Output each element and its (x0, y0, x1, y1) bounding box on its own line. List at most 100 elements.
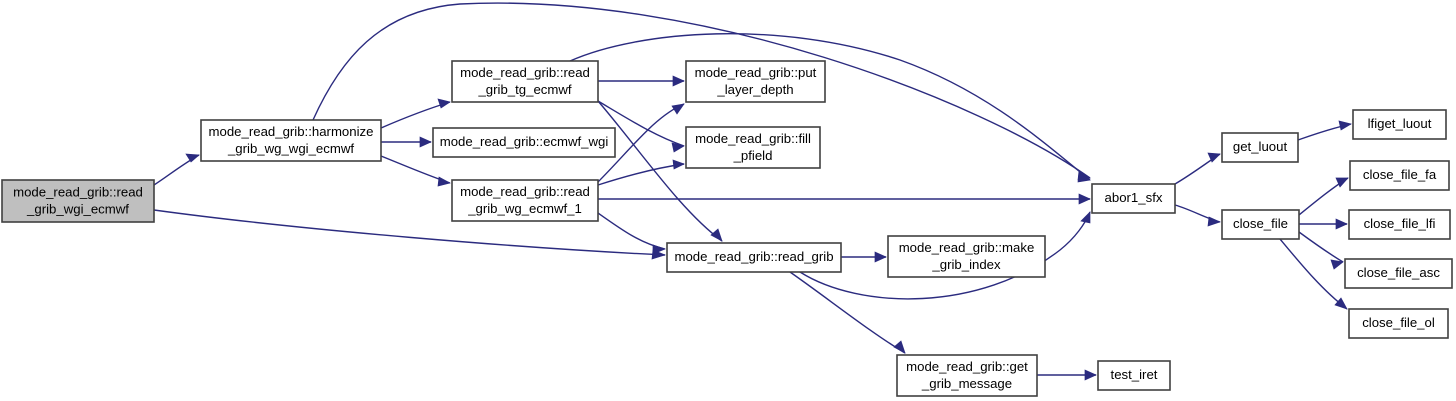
node-label: _grib_index (931, 257, 1001, 272)
arrow-head-icon (874, 251, 887, 263)
node-label: mode_read_grib::ecmwf_wgi (440, 134, 609, 149)
node-label: close_file_lfi (1364, 216, 1436, 231)
node-box[interactable] (451, 179, 599, 222)
node-label: mode_read_grib::read_grib (674, 249, 833, 264)
arrow-head-icon (1084, 369, 1097, 381)
node-make_grib_index[interactable]: mode_read_grib::make_grib_index (887, 235, 1046, 278)
node-lfiget_luout[interactable]: lfiget_luout (1352, 109, 1447, 140)
node-test_iret[interactable]: test_iret (1097, 360, 1171, 391)
node-read_grib[interactable]: mode_read_grib::read_grib (666, 242, 842, 273)
edge-harmonize_grib_wg_wgi_ecmwf-to-read_grib_tg_ecmwf (380, 98, 451, 129)
node-box[interactable] (451, 60, 599, 103)
node-ecmwf_wgi[interactable]: mode_read_grib::ecmwf_wgi (432, 127, 616, 158)
edge-line (380, 101, 451, 129)
node-box[interactable] (685, 60, 826, 103)
node-close_file_lfi[interactable]: close_file_lfi (1348, 209, 1451, 240)
edge-read_grib_wg_ecmwf_1-to-put_layer_depth (597, 103, 685, 183)
node-label: mode_read_grib::read (460, 65, 590, 80)
arrow-head-icon (1335, 177, 1349, 188)
node-label: get_luout (1233, 139, 1288, 154)
edge-read_grib-to-make_grib_index (841, 251, 887, 263)
edge-line (597, 100, 685, 147)
edge-close_file-to-close_file_lfi (1299, 218, 1348, 230)
node-fill_pfield[interactable]: mode_read_grib::fill_pfield (685, 126, 821, 169)
node-box[interactable] (896, 354, 1038, 397)
node-label: _layer_depth (716, 82, 793, 97)
node-read_grib_wgi_ecmwf[interactable]: mode_read_grib::read_grib_wgi_ecmwf (1, 179, 155, 223)
node-put_layer_depth[interactable]: mode_read_grib::put_layer_depth (685, 60, 826, 103)
node-label: _grib_wg_ecmwf_1 (467, 201, 582, 216)
arrow-head-icon (185, 153, 200, 163)
edge-read_grib_wgi_ecmwf-to-harmonize_grib_wg_wgi_ecmwf (153, 153, 200, 186)
arrow-head-icon (1338, 120, 1352, 131)
node-box[interactable] (666, 242, 842, 273)
edge-read_grib_wg_ecmwf_1-to-read_grib (597, 212, 666, 255)
node-label: abor1_sfx (1105, 190, 1163, 205)
node-label: close_file_fa (1363, 167, 1437, 182)
arrow-head-icon (1207, 216, 1221, 227)
node-box[interactable] (1, 179, 155, 223)
node-close_file[interactable]: close_file (1221, 209, 1300, 240)
arrow-head-icon (419, 136, 432, 148)
edge-line (789, 271, 906, 354)
edge-close_file-to-close_file_asc (1298, 231, 1344, 270)
arrow-head-icon (652, 244, 666, 255)
node-box[interactable] (1091, 183, 1176, 214)
arrow-head-icon (1330, 259, 1344, 270)
arrow-head-icon (1078, 193, 1091, 205)
arrow-head-icon (1080, 211, 1091, 224)
node-box[interactable] (1221, 132, 1299, 163)
node-close_file_asc[interactable]: close_file_asc (1344, 258, 1453, 289)
edge-line (1279, 238, 1348, 310)
node-box[interactable] (1352, 109, 1447, 140)
node-abor1_sfx[interactable]: abor1_sfx (1091, 183, 1176, 214)
node-label: mode_read_grib::fill (695, 131, 811, 146)
node-get_luout[interactable]: get_luout (1221, 132, 1299, 163)
node-label: _grib_wg_wgi_ecmwf (227, 141, 354, 156)
node-box[interactable] (1348, 209, 1451, 240)
node-label: mode_read_grib::harmonize (209, 124, 374, 139)
node-label: _grib_wgi_ecmwf (26, 201, 129, 216)
edge-harmonize_grib_wg_wgi_ecmwf-to-ecmwf_wgi (381, 136, 432, 148)
edge-line (799, 211, 1091, 300)
node-get_grib_message[interactable]: mode_read_grib::get_grib_message (896, 354, 1038, 397)
node-label: test_iret (1111, 367, 1158, 382)
node-read_grib_tg_ecmwf[interactable]: mode_read_grib::read_grib_tg_ecmwf (451, 60, 599, 103)
node-close_file_ol[interactable]: close_file_ol (1348, 308, 1449, 339)
node-box[interactable] (1349, 160, 1450, 191)
edge-line (597, 212, 666, 250)
edge-read_grib_tg_ecmwf-to-put_layer_depth (598, 75, 685, 87)
edge-line (569, 33, 1091, 181)
edge-line (153, 209, 666, 256)
node-box[interactable] (1348, 308, 1449, 339)
edge-read_grib_tg_ecmwf-to-fill_pfield (597, 100, 685, 153)
node-box[interactable] (1221, 209, 1300, 240)
edge-abor1_sfx-to-close_file (1174, 204, 1221, 227)
node-label: _grib_tg_ecmwf (477, 82, 571, 97)
node-harmonize_grib_wg_wgi_ecmwf[interactable]: mode_read_grib::harmonize_grib_wg_wgi_ec… (200, 119, 382, 162)
edge-abor1_sfx-to-get_luout (1174, 152, 1221, 185)
node-label: lfiget_luout (1368, 116, 1432, 131)
node-label: mode_read_grib::make (899, 240, 1035, 255)
arrow-head-icon (710, 228, 723, 242)
node-box[interactable] (685, 126, 821, 169)
node-read_grib_wg_ecmwf_1[interactable]: mode_read_grib::read_grib_wg_ecmwf_1 (451, 179, 599, 222)
node-label: close_file_ol (1362, 315, 1435, 330)
node-close_file_fa[interactable]: close_file_fa (1349, 160, 1450, 191)
edge-close_file-to-close_file_ol (1279, 238, 1348, 310)
arrow-head-icon (1207, 152, 1221, 163)
edge-read_grib_tg_ecmwf-to-read_grib (597, 100, 723, 242)
arrow-head-icon (672, 75, 685, 87)
node-box[interactable] (1344, 258, 1453, 289)
arrow-head-icon (671, 103, 685, 115)
arrow-head-icon (893, 340, 906, 354)
edge-harmonize_grib_wg_wgi_ecmwf-to-read_grib_wg_ecmwf_1 (380, 155, 451, 187)
edge-layer (153, 2, 1352, 381)
node-box[interactable] (887, 235, 1046, 278)
node-box[interactable] (432, 127, 616, 158)
edge-read_grib-to-get_grib_message (789, 271, 906, 354)
node-box[interactable] (1097, 360, 1171, 391)
node-box[interactable] (200, 119, 382, 162)
node-label: mode_read_grib::read (13, 184, 143, 199)
